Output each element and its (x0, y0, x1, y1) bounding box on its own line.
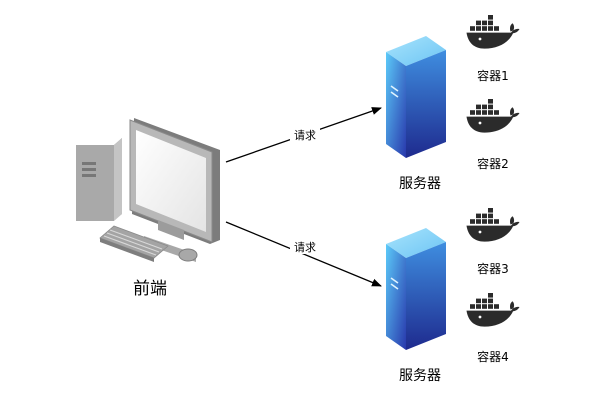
container-label-2: 容器2 (477, 156, 509, 171)
request-label-2: 请求 (294, 241, 316, 254)
server-icon (386, 228, 446, 350)
frontend-label: 前端 (133, 279, 167, 299)
container-label-1: 容器1 (477, 68, 509, 83)
docker-icon (466, 99, 520, 133)
docker-icon (466, 293, 520, 327)
mouse-icon (178, 248, 198, 262)
monitor-screen (136, 130, 206, 232)
docker-icon (466, 208, 520, 242)
docker-icon (466, 15, 520, 49)
container-label-3: 容器3 (477, 261, 509, 276)
server-icon (386, 36, 446, 158)
server-label-2: 服务器 (399, 368, 441, 384)
keyboard-icon (99, 225, 169, 262)
computer-icon (76, 118, 220, 262)
request-label-1: 请求 (294, 129, 316, 142)
container-label-4: 容器4 (477, 349, 509, 364)
server-label-1: 服务器 (399, 176, 441, 192)
